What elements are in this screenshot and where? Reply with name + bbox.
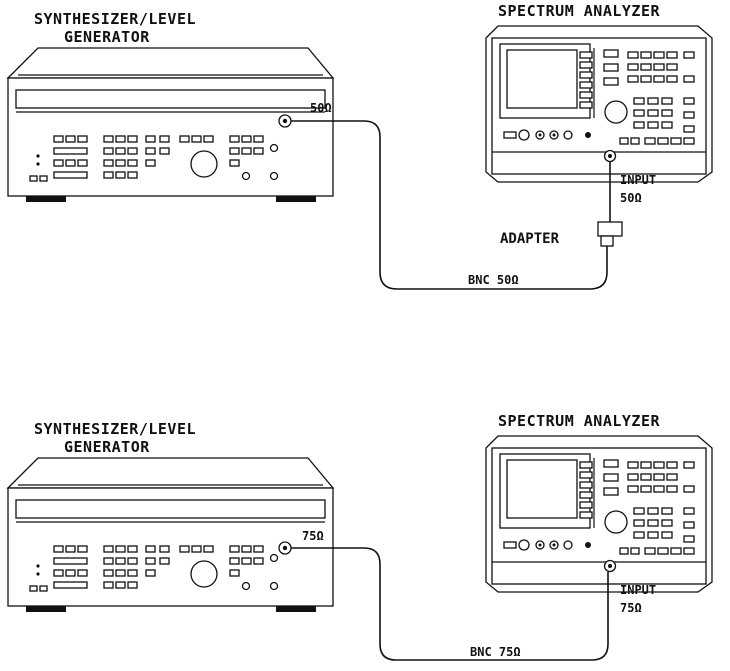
bnc-cable-50 bbox=[291, 120, 608, 290]
generator-title-line1: SYNTHESIZER/LEVEL bbox=[34, 10, 196, 28]
analyzer-input-label-line1: INPUT bbox=[620, 583, 656, 597]
analyzer-input-label-line2: 50Ω bbox=[620, 191, 642, 205]
cable-label-50: BNC 50Ω bbox=[468, 273, 519, 287]
analyzer-title: SPECTRUM ANALYZER bbox=[498, 412, 660, 430]
analyzer-input-label-line2: 75Ω bbox=[620, 601, 642, 615]
adapter-label: ADAPTER bbox=[500, 231, 560, 247]
generator-title-line2: GENERATOR bbox=[64, 438, 150, 456]
cable-label-75: BNC 75Ω bbox=[470, 645, 521, 659]
generator-port-label: 75Ω bbox=[302, 529, 324, 543]
analyzer-title: SPECTRUM ANALYZER bbox=[498, 2, 660, 20]
analyzer-input-label-line1: INPUT bbox=[620, 173, 656, 187]
generator-title-line2: GENERATOR bbox=[64, 28, 150, 46]
adapter-icon bbox=[597, 221, 623, 247]
bnc-cable-75 bbox=[291, 547, 609, 661]
generator-instrument bbox=[7, 457, 334, 613]
generator-port-label: 50Ω bbox=[310, 101, 332, 115]
analyzer-instrument bbox=[485, 25, 713, 183]
analyzer-instrument bbox=[485, 435, 713, 593]
generator-title-line1: SYNTHESIZER/LEVEL bbox=[34, 420, 196, 438]
setup-50-ohm: SYNTHESIZER/LEVEL GENERATOR 50Ω SPECTRUM… bbox=[7, 2, 713, 290]
setup-75-ohm: SYNTHESIZER/LEVEL GENERATOR 75Ω SPECTRUM… bbox=[7, 412, 713, 661]
